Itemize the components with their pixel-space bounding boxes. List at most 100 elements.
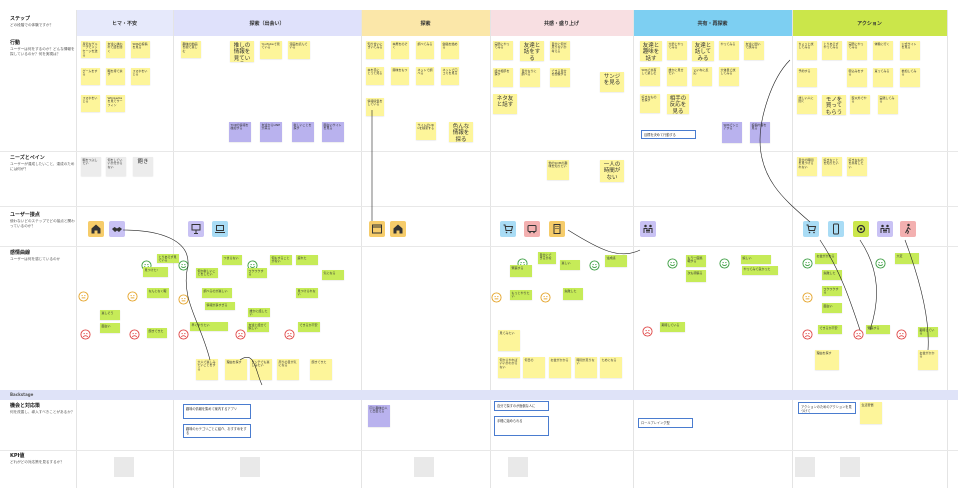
sticky-note[interactable]: YouTubeで見ている [260, 41, 282, 59]
opportunity-box[interactable]: アクションのためのアクションを見つけて [798, 402, 856, 414]
sticky-note[interactable]: SNSでシェアする [722, 122, 742, 143]
sticky-note[interactable]: モノを買ってもらう [822, 95, 846, 115]
emotion-note[interactable]: 何もすることがない [270, 255, 292, 265]
sticky-note[interactable]: 理由を探す [815, 350, 839, 370]
sticky-note[interactable]: ネタ友と話す [493, 94, 517, 114]
sticky-note[interactable]: 同じ趣味の人と出会える [368, 405, 390, 427]
sticky-note[interactable]: 好きなものを探す [640, 94, 660, 113]
emotion-note[interactable]: 大変 [895, 253, 919, 264]
emotion-note[interactable]: とりあえず見ている [157, 254, 179, 263]
sticky-note[interactable]: サンジを見る [600, 72, 624, 92]
sticky-note[interactable]: ちょっと試してみる [797, 41, 817, 60]
emotion-note[interactable]: 飽きてきた [147, 328, 167, 338]
sticky-note[interactable]: 本を手にとって見る [366, 67, 384, 85]
sticky-note[interactable]: とりあえずやってみる [822, 41, 842, 60]
sticky-note[interactable]: 理由を探す [225, 359, 247, 380]
sticky-note[interactable]: 友達と話をする [520, 41, 544, 61]
sticky-note[interactable]: Wikipediaを見てサーフィン [106, 95, 125, 112]
sticky-note[interactable]: TOPの情報を確認する [229, 122, 251, 142]
sticky-note[interactable]: スマホをいじる [131, 68, 150, 85]
sticky-note[interactable]: 友達に聞いて試みる [744, 41, 764, 60]
sticky-note[interactable]: 漫画を読んでいる [288, 41, 310, 59]
emotion-note[interactable]: 誰かに話したい [248, 308, 270, 317]
sticky-note[interactable]: ピンチでも楽しみたい [250, 359, 272, 380]
sticky-note[interactable]: 自分の時間を見つけられない [797, 157, 817, 176]
sticky-note[interactable]: 申込みをする [847, 68, 867, 87]
emotion-note[interactable]: 失敗した [563, 288, 583, 300]
sticky-note[interactable]: 勉強を始める [441, 41, 459, 59]
stage-boredom[interactable]: ヒマ・不安 [76, 10, 173, 36]
sticky-note[interactable]: 相手の反応を見る [667, 94, 689, 114]
emotion-note[interactable]: 達成感 [605, 255, 627, 267]
emotion-note[interactable]: 気になる [322, 270, 344, 280]
stage-action[interactable]: アクション [792, 10, 947, 36]
emotion-note[interactable]: ワクワクする [247, 268, 267, 278]
sticky-note[interactable]: 友達と話してみる [692, 41, 714, 61]
sticky-note[interactable]: 時間が足りない [575, 357, 597, 378]
sticky-note[interactable]: お金がかかる [549, 357, 571, 378]
sticky-note[interactable]: 実践してみる [878, 95, 898, 114]
sticky-note[interactable]: 予約する [797, 68, 817, 87]
sticky-note[interactable]: 本屋をのぞく [391, 41, 409, 59]
sticky-note[interactable]: 投稿内容を見る [750, 122, 770, 143]
opportunity-box[interactable]: 趣味のカテゴリごとに紹介、おすすめをする [183, 424, 251, 438]
comment-box[interactable]: 目標を決めて行動する [641, 130, 696, 139]
sticky-note[interactable]: できる自分を想像する [550, 68, 570, 87]
emotion-note[interactable]: 面白い [822, 303, 842, 313]
emotion-note[interactable]: できるか不安 [818, 325, 842, 334]
emotion-note[interactable]: 見つけた! [143, 267, 168, 277]
emotion-note[interactable]: 見つけられない [296, 288, 318, 298]
emotion-note[interactable]: 情報が多すぎる [205, 302, 235, 310]
stage-share[interactable]: 共有・再探索 [633, 10, 792, 36]
sticky-note[interactable]: 飽きてきた [310, 359, 332, 380]
emotion-note[interactable]: もう一度挑戦する [686, 255, 706, 267]
sticky-note[interactable]: 公式サイトを見る [900, 41, 920, 60]
stage-empathy[interactable]: 共感・盛り上げ [490, 10, 633, 36]
sticky-note[interactable]: 買ってみる [873, 68, 893, 87]
emotion-note[interactable]: やってみて良かった [742, 266, 778, 275]
sticky-note[interactable]: 身近なグループでメッセージを送る [81, 41, 100, 58]
sticky-note[interactable]: 生活習慣 [860, 402, 882, 424]
sticky-note[interactable]: ゲームをする [81, 68, 100, 85]
emotion-note[interactable]: 面白い [100, 323, 120, 333]
sticky-note[interactable]: 調べてみる [416, 41, 434, 59]
sticky-note[interactable]: スマホをいじる [81, 95, 100, 112]
opportunity-box[interactable]: 趣味の情報を集めて案内するアプリ [183, 404, 251, 419]
sticky-note[interactable]: 一人の時間がない [600, 160, 624, 182]
sticky-note[interactable]: 誰かに見せたい [667, 67, 687, 86]
sticky-note[interactable]: お金がかかる [918, 350, 938, 370]
emotion-note[interactable]: 友達と話せて嬉しい [247, 322, 269, 332]
sticky-note[interactable]: 見てみたい [498, 330, 520, 351]
sticky-note[interactable]: 興味をもつ [391, 67, 409, 85]
sticky-note[interactable]: 何からやればいいかわからない [498, 357, 520, 378]
stage-discovery[interactable]: 探索（出会い） [173, 10, 361, 36]
sticky-note[interactable]: ネットで調べる [416, 67, 434, 85]
sticky-note[interactable]: 飽き [133, 157, 153, 176]
sticky-note[interactable]: サイトのURLを検索する [416, 122, 436, 140]
sticky-note[interactable]: 実際にやってみる [847, 41, 867, 60]
sticky-note[interactable]: SNSで共有して楽しむ [640, 67, 660, 86]
emotion-note[interactable]: 自分にできるかな [538, 252, 556, 264]
sticky-note[interactable]: 暇を持て余す [106, 68, 125, 85]
opportunity-box[interactable]: 自分で探すのが面倒な人に [494, 401, 549, 411]
sticky-note[interactable]: 知り合いにきいてみる [366, 41, 384, 59]
emotion-note[interactable]: ワクワクする [822, 286, 842, 296]
sticky-note[interactable]: ためになる [600, 357, 622, 378]
sticky-note[interactable]: 自分なりに調べる [520, 68, 540, 87]
sticky-note[interactable]: 暇をつぶしたい [81, 157, 101, 176]
sticky-note[interactable]: 家以外でやる [850, 95, 870, 114]
sticky-note[interactable]: 大勢とやってみる [667, 41, 687, 60]
emotion-note[interactable]: つまらない [222, 255, 242, 265]
emotion-note[interactable]: 楽しい [560, 260, 580, 270]
sticky-note[interactable]: 自分に何が足りないか考える [550, 41, 570, 60]
sticky-note[interactable]: 面白いサイトを見る [322, 122, 344, 142]
emotion-note[interactable]: 次も頑張る [686, 270, 706, 282]
sticky-note[interactable]: 参加してみる [900, 68, 920, 87]
emotion-note[interactable]: 失敗した [822, 270, 842, 280]
emotion-note[interactable]: 緊張する [866, 325, 890, 334]
sticky-note[interactable]: 友達と趣味を話す [640, 41, 662, 61]
emotion-note[interactable]: 緊張する [510, 265, 532, 277]
emotion-note[interactable]: 疲れた [296, 255, 318, 265]
emotion-note[interactable]: 嬉しい [741, 255, 771, 264]
emotion-note[interactable]: お金がかかる [815, 253, 837, 264]
